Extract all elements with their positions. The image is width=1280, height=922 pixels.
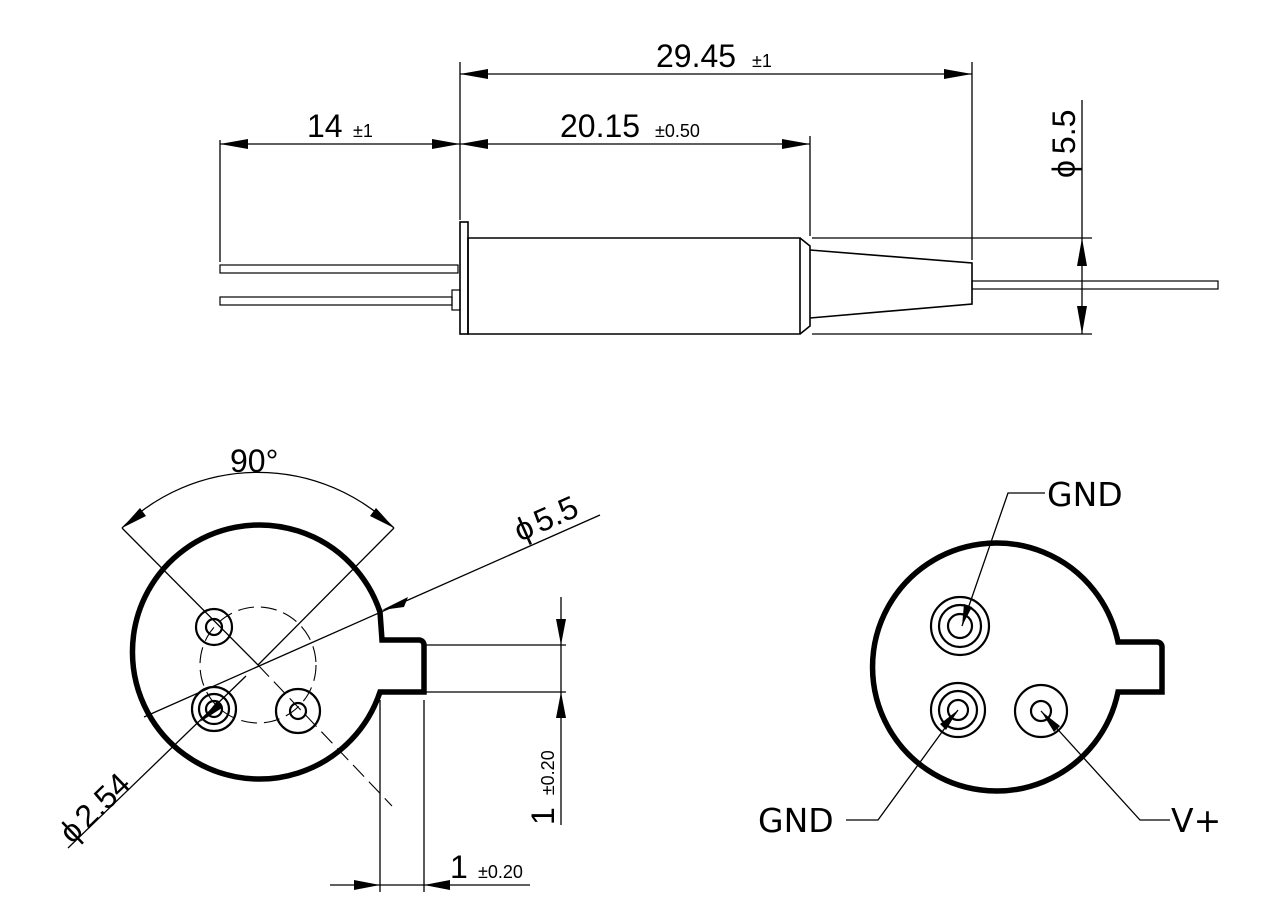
arrowhead bbox=[382, 597, 408, 610]
dim-overall-tol: ±1 bbox=[752, 51, 772, 71]
pinout-left-ring-inner bbox=[946, 698, 970, 722]
svg-text:ϕ5.5: ϕ 5.5 bbox=[1046, 110, 1082, 178]
pinout-top-ring-outer bbox=[929, 595, 991, 657]
tab-width-tol: ±0.20 bbox=[478, 862, 523, 882]
pinout-left-ring-outer bbox=[929, 681, 987, 739]
svg-text:1±0.20: 1 ±0.20 bbox=[525, 750, 561, 825]
pinout-view: GND GND V+ bbox=[758, 475, 1221, 840]
arrowhead bbox=[944, 69, 972, 79]
pin-right-inner bbox=[288, 701, 308, 721]
gnd-top-label: GND bbox=[1047, 475, 1123, 514]
gnd-top-leader bbox=[961, 492, 1045, 627]
arrowhead bbox=[1077, 238, 1087, 266]
tab-height-tol: ±0.20 bbox=[538, 750, 558, 795]
pin-top-outer bbox=[194, 607, 234, 647]
angle-leg bbox=[121, 527, 259, 666]
arrowhead bbox=[122, 508, 146, 528]
diameter-leader bbox=[143, 514, 601, 718]
pinout-top-ring-mid bbox=[937, 603, 983, 649]
pinout-vplus-ring-inner bbox=[1029, 699, 1053, 723]
arrowhead bbox=[1077, 306, 1087, 334]
pin-top-inner bbox=[204, 617, 224, 637]
arrowhead bbox=[460, 69, 488, 79]
arrowhead bbox=[962, 604, 972, 626]
end-view: 90° ϕ5.5 ϕ2.54 1±0.20 bbox=[52, 443, 601, 892]
arrowhead bbox=[370, 508, 394, 528]
end-view-outline bbox=[129, 522, 427, 782]
gnd-bottom-leader bbox=[846, 709, 959, 821]
pinout-outline bbox=[869, 540, 1165, 794]
dim-overall-value: 29.45 bbox=[656, 38, 736, 74]
arrowhead bbox=[1041, 711, 1060, 732]
dim-leads-value: 14 bbox=[307, 108, 343, 144]
dim-diameter-value: 5.5 bbox=[1046, 110, 1082, 154]
arrowhead bbox=[432, 139, 460, 149]
lead-wire-bottom bbox=[219, 296, 453, 306]
svg-text:ϕ2.54: ϕ2.54 bbox=[52, 766, 138, 850]
tab-height-value: 1 bbox=[525, 807, 561, 825]
vplus-leader bbox=[1040, 710, 1170, 821]
dim-body-value: 20.15 bbox=[560, 108, 640, 144]
arrowhead bbox=[424, 880, 450, 890]
pcd-value: 2.54 bbox=[68, 766, 138, 835]
motor-body bbox=[467, 237, 801, 335]
shaft-housing bbox=[809, 249, 973, 319]
pinout-left-ring-mid bbox=[937, 689, 979, 731]
pinout-vplus-ring-outer bbox=[1013, 683, 1069, 739]
arrowhead bbox=[782, 139, 810, 149]
angle-leg bbox=[257, 527, 395, 666]
arrowhead bbox=[354, 880, 380, 890]
pin-left-outer bbox=[190, 685, 238, 733]
flange bbox=[459, 221, 469, 335]
body-chamfer bbox=[799, 237, 811, 335]
arrowhead bbox=[940, 710, 958, 730]
angle-arc bbox=[121, 471, 395, 529]
pin-left-inner bbox=[204, 699, 224, 719]
pitch-circle bbox=[199, 606, 317, 724]
pinout-top-ring-inner bbox=[946, 612, 974, 640]
arrowhead bbox=[556, 692, 566, 718]
pin-left-mid bbox=[197, 692, 231, 726]
vplus-label: V+ bbox=[1171, 801, 1221, 840]
diameter-symbol: ϕ bbox=[1046, 160, 1082, 178]
outer-diameter-value: 5.5 bbox=[528, 488, 583, 539]
pin-right-outer bbox=[274, 687, 322, 735]
gnd-bottom-label: GND bbox=[758, 801, 834, 840]
lead-wire-top bbox=[219, 264, 459, 274]
dim-diameter-label: ϕ 5.5 bbox=[1046, 110, 1082, 178]
arrowhead bbox=[220, 139, 248, 149]
tab-height-label: 1 ±0.20 bbox=[525, 750, 561, 825]
arrowhead bbox=[460, 139, 488, 149]
center-line bbox=[257, 664, 393, 807]
lead-stub bbox=[451, 289, 461, 311]
angle-label: 90° bbox=[230, 443, 278, 479]
pcd-label: ϕ2.54 bbox=[52, 766, 138, 850]
tab-width-value: 1 bbox=[450, 849, 468, 885]
dim-body-tol: ±0.50 bbox=[655, 121, 700, 141]
shaft bbox=[971, 280, 1219, 290]
arrowhead bbox=[200, 700, 222, 722]
arrowhead bbox=[556, 619, 566, 645]
side-view: 29.45 ±1 14 ±1 20.15 ±0.50 ϕ 5.5 bbox=[219, 38, 1219, 335]
dim-leads-tol: ±1 bbox=[353, 121, 373, 141]
